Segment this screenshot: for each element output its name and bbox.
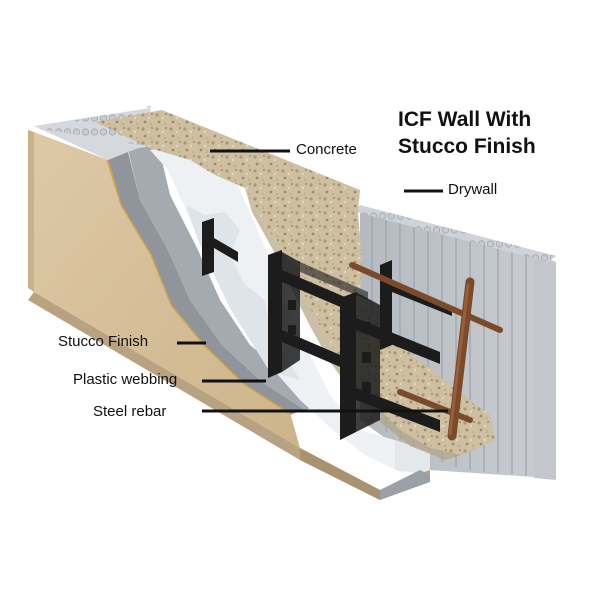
steel-rebar (349, 262, 503, 441)
diagram-title: ICF Wall With Stucco Finish (398, 106, 598, 160)
label-stucco-finish: Stucco Finish (58, 333, 149, 350)
title-line-1: ICF Wall With (398, 108, 532, 131)
label-drywall: Drywall (448, 181, 498, 198)
title-line-2: Stucco Finish (398, 135, 536, 158)
label-steel-rebar: Steel rebar (93, 403, 167, 420)
label-plastic-webbing: Plastic webbing (73, 371, 178, 388)
wall-base (28, 292, 430, 500)
label-concrete: Concrete (296, 141, 357, 158)
leader-lines (177, 149, 448, 413)
